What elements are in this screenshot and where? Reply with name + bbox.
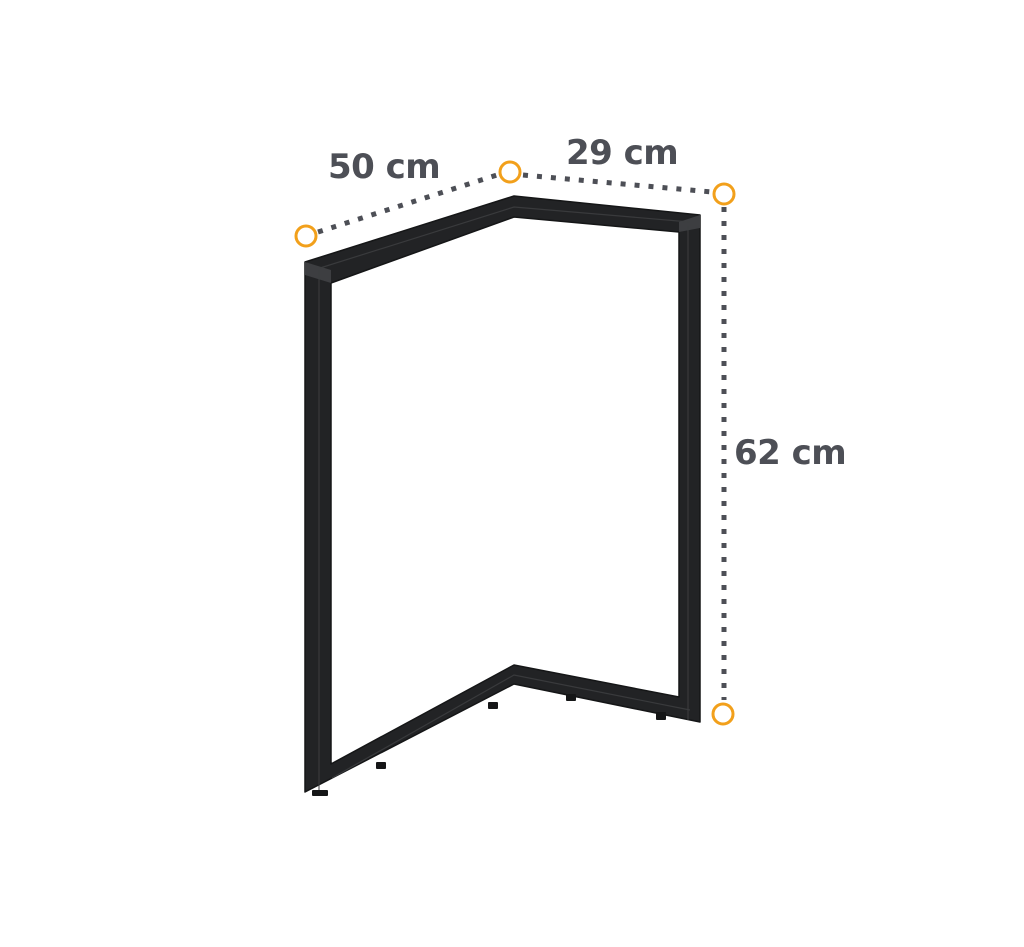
height-label: 62 cm <box>734 433 847 473</box>
depth-dimension-line <box>522 172 713 195</box>
dimension-markers <box>294 160 736 726</box>
foot-pad-middle <box>488 702 498 709</box>
marker-height-end <box>711 702 735 726</box>
frame-opening <box>330 216 680 765</box>
foot-pad-middle-left <box>376 762 386 769</box>
width-dimension-line <box>317 172 498 235</box>
marker-width-start <box>294 224 318 248</box>
marker-depth-end <box>712 182 736 206</box>
marker-corner <box>498 160 522 184</box>
corner-cap-left <box>305 262 331 283</box>
bottom-rail-edge <box>331 674 691 779</box>
width-label: 50 cm <box>328 147 441 187</box>
foot-pad-left <box>312 790 328 796</box>
dimension-lines <box>317 172 727 700</box>
foot-pad-middle-right <box>566 694 576 701</box>
metal-frame <box>304 195 701 796</box>
corner-cap-right <box>679 215 700 232</box>
depth-label: 29 cm <box>566 133 679 173</box>
top-rail-edge <box>319 206 691 269</box>
foot-pad-right <box>656 712 666 720</box>
